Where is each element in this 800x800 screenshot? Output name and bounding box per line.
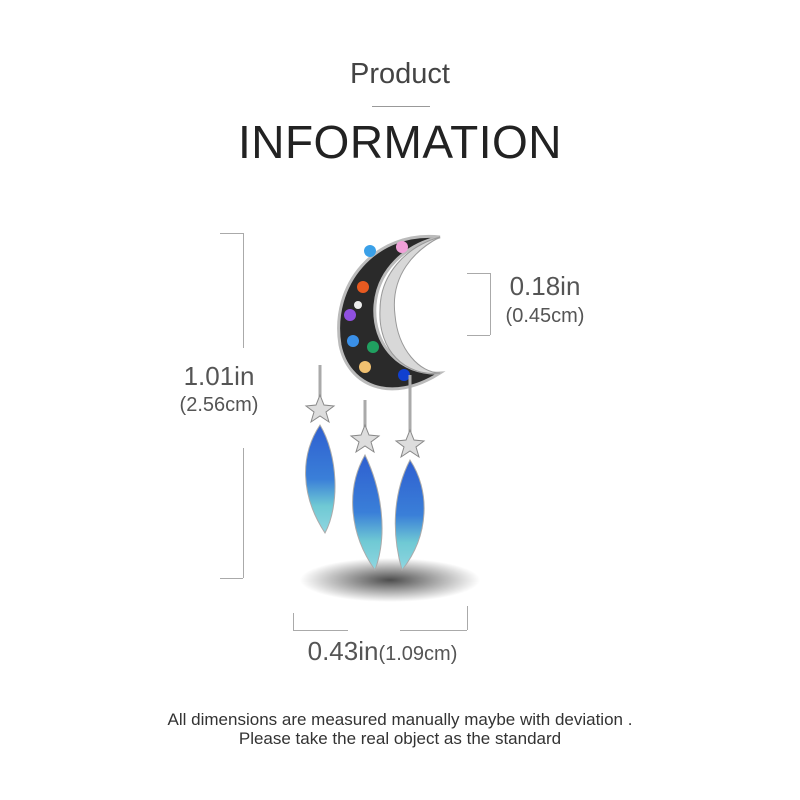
width-bracket-line-left [293,630,348,631]
height-inches: 1.01in [183,361,255,391]
width-bracket-left [293,613,294,630]
title-information: INFORMATION [237,116,563,168]
width-cm: (1.09cm) [378,643,458,665]
thickness-bracket-top [467,273,490,274]
moon-icon [337,234,446,391]
width-bracket-right [467,606,468,630]
product-image-moon-dreamcatcher-charm [300,234,480,602]
shadow [300,558,480,602]
height-cm: (2.56cm) [179,394,259,416]
height-bracket-bottom [220,578,243,579]
thickness-cm: (0.45cm) [505,305,585,327]
width-label: 0.43in(1.09cm) [290,636,475,667]
feathers [304,365,426,572]
star-icon [304,393,336,424]
gemstones [344,241,410,381]
footer-note-line2: Please take the real object as the stand… [238,729,562,748]
star-icon [349,423,381,454]
height-bracket-line-lower [243,448,244,578]
title-divider [372,106,430,107]
title-product: Product [350,58,450,90]
thickness-bracket-line [490,273,491,335]
thickness-inches: 0.18in [509,271,581,301]
footer-note-line1: All dimensions are measured manually may… [167,710,633,729]
width-inches: 0.43in [307,636,379,666]
height-bracket-top [220,233,243,234]
height-bracket-line-upper [243,233,244,348]
star-icon [394,428,426,459]
thickness-bracket-bottom [467,335,490,336]
width-bracket-line-right [400,630,467,631]
